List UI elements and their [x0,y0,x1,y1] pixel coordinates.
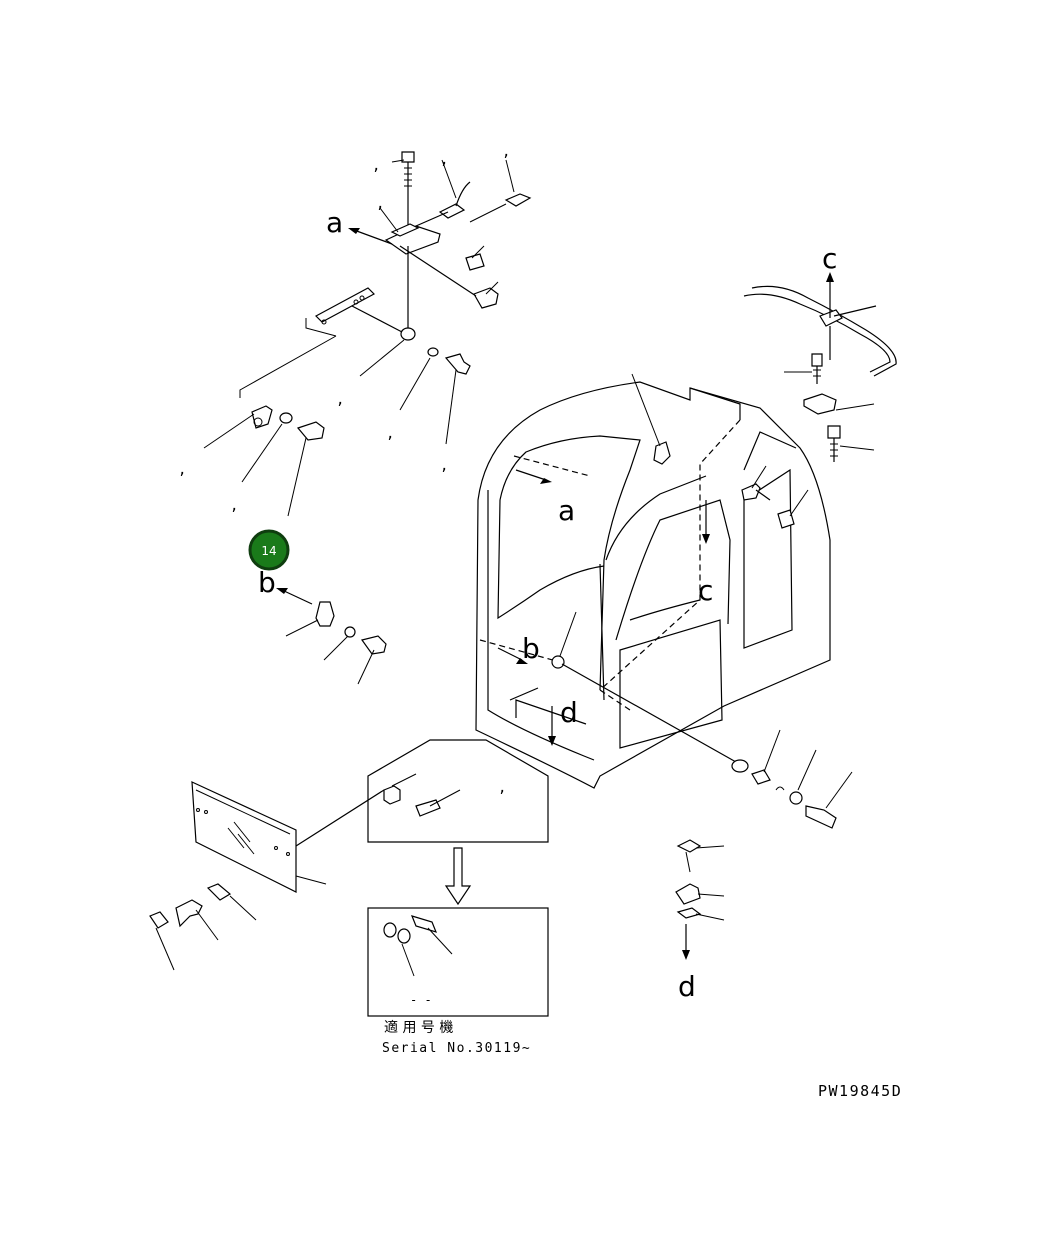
mark-comma: , [440,152,448,168]
mark-comma: , [502,144,510,160]
drawing-id: PW19845D [818,1082,902,1100]
cab-body [475,373,831,789]
mark-comma: , [336,392,344,408]
mark-comma: , [440,458,448,474]
inset-marks: - - [410,993,432,1007]
mark-comma: , [230,498,238,514]
callout-number[interactable]: 14 [261,544,276,558]
detail-inset-upper [367,739,549,906]
cable-assembly [743,272,897,462]
callout-circle[interactable] [248,529,290,571]
mark-comma: , [372,158,380,174]
right-clip-stack [675,839,725,960]
upper-lock-assembly [203,151,532,517]
lower-hinge-assembly [276,588,387,685]
applicability-serial: Serial No.30119~ [382,1041,531,1056]
mark-comma: , [178,462,186,478]
mark-comma: , [386,426,394,442]
applicability-jp-label: 適 用 号 機 [384,1019,453,1036]
ref-letter-b-left: b [258,566,276,599]
ref-letter-c-top: c [822,242,837,275]
mark-comma: , [498,780,506,796]
callout-bubble-14[interactable]: 14 [248,529,290,571]
ref-letter-d-bottom: d [678,970,696,1003]
mark-comma: , [376,196,384,212]
window-panel [149,781,385,971]
detail-inset-lower [367,907,549,1017]
ref-letter-c-cab: c [698,574,713,607]
ref-letter-d-cab: d [560,696,578,729]
right-bolt-stack [731,729,853,829]
ref-letter-a-cab: a [558,494,575,527]
ref-letter-a-top: a [326,206,343,239]
ref-letter-b-cab: b [522,632,540,665]
